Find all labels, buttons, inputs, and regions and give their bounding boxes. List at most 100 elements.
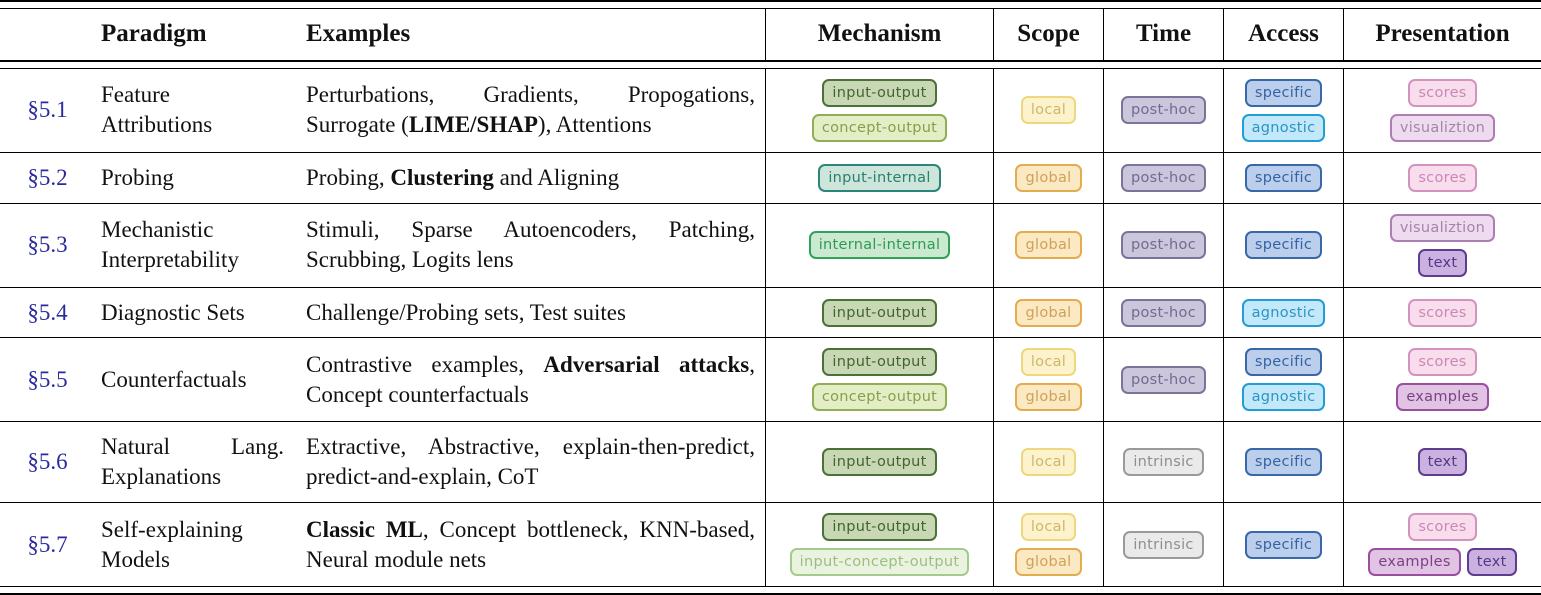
cell-paradigm: Probing <box>95 153 300 203</box>
badge-input-output: input-output <box>822 448 937 477</box>
header-examples: Examples <box>306 20 411 47</box>
badge-global: global <box>1015 548 1082 577</box>
cell-section: §5.6 <box>0 422 95 502</box>
cell-presentation: scores <box>1343 287 1541 338</box>
cell-access: agnostic <box>1223 287 1343 338</box>
cell-scope: local global <box>993 338 1103 422</box>
section-link[interactable]: §5.2 <box>27 164 68 190</box>
badge-input-output: input-output <box>822 348 937 377</box>
table-body: §5.1 Feature Attributions Perturbations, G… <box>0 69 1541 587</box>
badge-global: global <box>1015 298 1082 327</box>
cell-paradigm: Mechanistic Interpretability <box>95 204 300 287</box>
badge-line: visualiztion <box>1389 113 1496 142</box>
cell-paradigm: Natural Lang. Explanations <box>95 422 300 502</box>
badge-scores: scores <box>1408 163 1477 192</box>
table-top-rule <box>0 0 1541 9</box>
badge-input-output: input-output <box>822 78 937 107</box>
paradigm-text: Feature Attributions <box>101 82 213 138</box>
badge-input-concept-output: input-concept-output <box>789 548 970 577</box>
section-link[interactable]: §5.3 <box>27 232 68 258</box>
badge-line: intrinsic <box>1123 530 1204 559</box>
badge-text: text <box>1417 248 1468 277</box>
badge-line: local <box>1020 448 1077 477</box>
examples-text: Contrastive examples, Adversarial attack… <box>306 351 755 407</box>
badge-line: post-hoc <box>1121 365 1206 394</box>
cell-time: post-hoc <box>1103 152 1223 203</box>
cell-scope: local <box>993 422 1103 503</box>
cell-time: post-hoc <box>1103 69 1223 152</box>
badge-line: input-concept-output <box>789 548 970 577</box>
cell-access: specific <box>1223 203 1343 287</box>
badge-concept-output: concept-output <box>811 383 948 412</box>
cell-examples: Perturbations, Gradients, Propogations, … <box>300 69 765 152</box>
cell-mechanism: input-internal <box>765 152 993 203</box>
badge-line: local <box>1020 348 1077 377</box>
badge-text: text <box>1466 548 1517 577</box>
cell-examples: Contrastive examples, Adversarial attack… <box>300 338 765 421</box>
cell-scope: global <box>993 152 1103 203</box>
header-spacer <box>0 23 95 46</box>
badge-line: global <box>1015 383 1082 412</box>
section-link[interactable]: §5.7 <box>27 531 68 557</box>
cell-paradigm: Self-explaining Models <box>95 503 300 586</box>
badge-local: local <box>1020 348 1077 377</box>
cell-access: specific <box>1223 503 1343 587</box>
badge-line: concept-output <box>811 383 948 412</box>
badge-line: agnostic <box>1241 383 1326 412</box>
badge-line: specific <box>1244 231 1323 260</box>
badge-post-hoc: post-hoc <box>1121 96 1206 125</box>
badge-line: scores <box>1408 348 1477 377</box>
cell-examples: Challenge/Probing sets, Test suites <box>300 288 765 338</box>
cell-section: §5.1 <box>0 69 95 152</box>
section-link[interactable]: §5.1 <box>27 97 68 123</box>
badge-line: input-internal <box>818 163 941 192</box>
cell-scope: global <box>993 203 1103 287</box>
badge-intrinsic: intrinsic <box>1123 530 1204 559</box>
cell-time: post-hoc <box>1103 203 1223 287</box>
section-link[interactable]: §5.5 <box>27 366 68 392</box>
badge-line: visualiztion <box>1389 213 1496 242</box>
section-link[interactable]: §5.6 <box>27 449 68 475</box>
cell-paradigm: Diagnostic Sets <box>95 288 300 338</box>
badge-line: specific <box>1244 78 1323 107</box>
badge-post-hoc: post-hoc <box>1121 298 1206 327</box>
badge-intrinsic: intrinsic <box>1123 448 1204 477</box>
badge-line: internal-internal <box>808 231 951 260</box>
badge-line: global <box>1015 231 1082 260</box>
badge-line: input-output <box>822 448 937 477</box>
badge-input-internal: input-internal <box>818 163 941 192</box>
cell-mechanism: input-output concept-output <box>765 338 993 422</box>
cell-scope: local <box>993 69 1103 152</box>
examples-text: Challenge/Probing sets, Test suites <box>306 299 626 325</box>
badge-global: global <box>1015 383 1082 412</box>
badge-local: local <box>1020 96 1077 125</box>
paradigm-text: Counterfactuals <box>101 366 247 392</box>
header-mechanism: Mechanism <box>765 9 993 60</box>
badge-agnostic: agnostic <box>1241 298 1326 327</box>
examples-text: Perturbations, Gradients, Propogations, … <box>306 82 755 138</box>
badge-visualiztion: visualiztion <box>1389 213 1496 242</box>
badge-line: global <box>1015 298 1082 327</box>
paradigm-text: Self-explaining Models <box>101 516 243 572</box>
cell-time: intrinsic <box>1103 503 1223 587</box>
cell-time: post-hoc <box>1103 287 1223 338</box>
cell-access: specific <box>1223 422 1343 503</box>
section-link[interactable]: §5.4 <box>27 299 68 325</box>
paradigm-text: Probing <box>101 164 174 190</box>
badge-line: text <box>1417 248 1468 277</box>
badge-line: global <box>1015 163 1082 192</box>
table-bottom-rule <box>0 586 1541 595</box>
badge-line: post-hoc <box>1121 96 1206 125</box>
badge-specific: specific <box>1244 78 1323 107</box>
header-access: Access <box>1223 9 1343 60</box>
badge-line: scores <box>1408 163 1477 192</box>
badge-scores: scores <box>1408 298 1477 327</box>
